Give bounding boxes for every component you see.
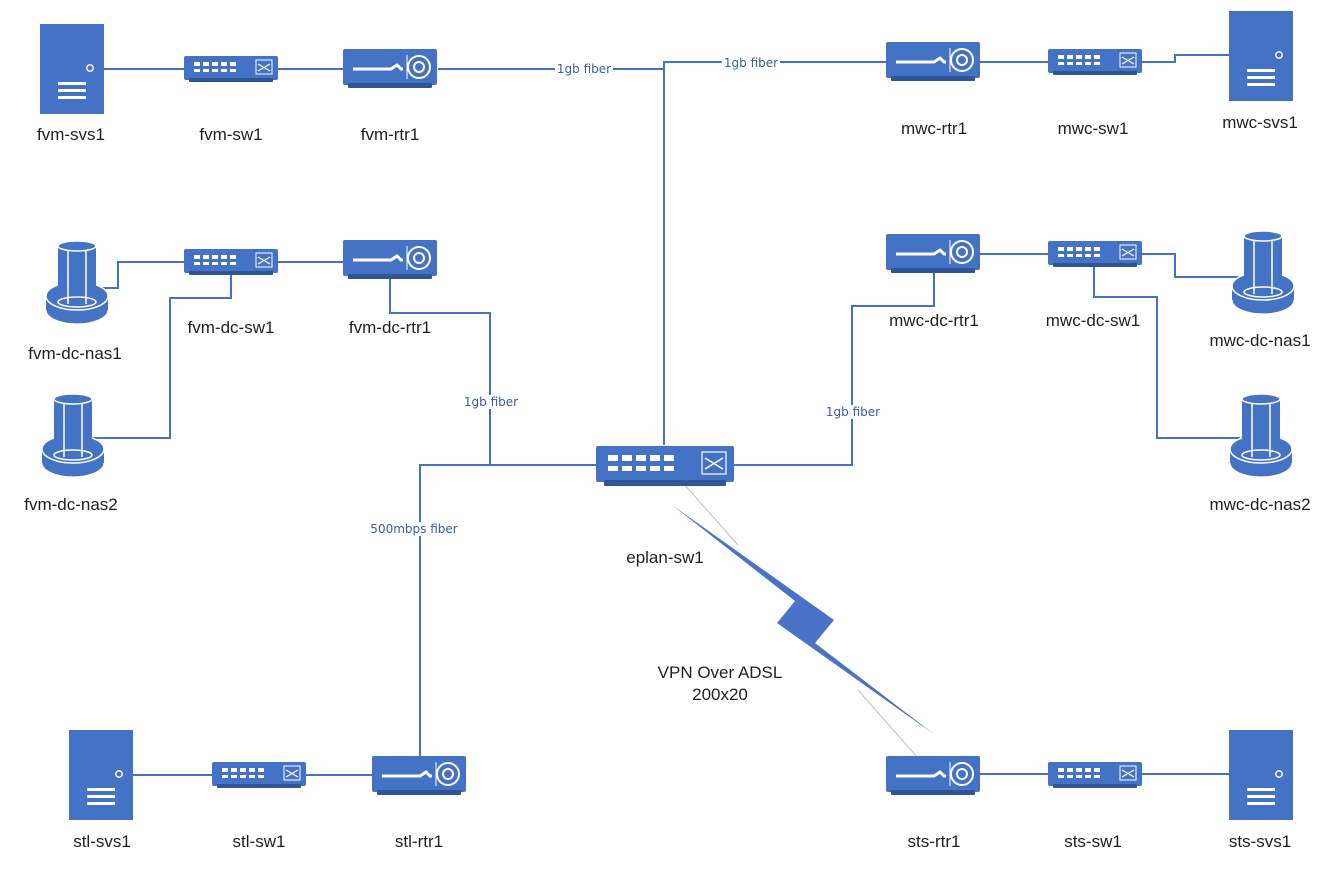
node-label-fvm-sw1: fvm-sw1 — [199, 125, 263, 144]
switch-icon-sts-sw1[interactable] — [1047, 761, 1143, 789]
link-eplan-sw1-mwc-rtr1 — [663, 61, 886, 69]
node-label-mwc-dc-nas2: mwc-dc-nas2 — [1209, 495, 1311, 514]
router-icon-sts-rtr1[interactable] — [884, 754, 982, 797]
nas-icon-fvm-dc-nas2[interactable] — [41, 393, 105, 478]
node-label-fvm-dc-nas2: fvm-dc-nas2 — [24, 495, 118, 514]
node-label-fvm-svs1: fvm-svs1 — [37, 125, 105, 144]
link-label-stl-fiber: 500mbps fiber — [368, 522, 460, 536]
node-label-fvm-dc-rtr1: fvm-dc-rtr1 — [348, 318, 432, 337]
router-icon-fvm-dc-rtr1[interactable] — [341, 238, 439, 281]
switch-icon-stl-sw1[interactable] — [211, 761, 307, 789]
node-label-mwc-sw1: mwc-sw1 — [1057, 119, 1129, 138]
router-icon-stl-rtr1[interactable] — [370, 754, 468, 797]
vpn-lightning-link — [667, 465, 935, 775]
nas-icon-fvm-dc-nas1[interactable] — [45, 240, 109, 325]
node-label-sts-svs1: sts-svs1 — [1228, 832, 1292, 851]
link-mwc-dc-sw1-mwc-dc-nas1 — [1140, 253, 1240, 278]
link-label-fvm-dc-fiber: 1gb fiber — [461, 395, 521, 409]
node-label-stl-svs1: stl-svs1 — [73, 832, 131, 851]
node-label-mwc-dc-nas1: mwc-dc-nas1 — [1209, 331, 1311, 350]
nas-icon-mwc-dc-nas1[interactable] — [1231, 230, 1295, 315]
router-icon-mwc-dc-rtr1[interactable] — [884, 232, 982, 275]
link-eplan-sw1-stl-rtr1 — [419, 464, 490, 756]
nas-icon-mwc-dc-nas2[interactable] — [1229, 393, 1293, 478]
link-mwc-dc-sw1-mwc-dc-nas2 — [1093, 265, 1240, 439]
switch-icon-fvm-sw1[interactable] — [183, 55, 279, 83]
server-icon-stl-svs1[interactable] — [68, 729, 134, 821]
node-label-sts-rtr1: sts-rtr1 — [907, 832, 961, 851]
switch-icon-mwc-sw1[interactable] — [1047, 48, 1143, 76]
node-label-mwc-svs1: mwc-svs1 — [1222, 113, 1298, 132]
link-fvm-dc-nas1-fvm-dc-sw1 — [90, 261, 184, 289]
link-mwc-sw1-mwc-svs1 — [1140, 54, 1229, 63]
link-fvm-rtr1-eplan-sw1 — [438, 68, 665, 445]
links — [88, 54, 1240, 776]
vpn-link-label: VPN Over ADSL 200x20 — [658, 662, 783, 706]
router-icon-fvm-rtr1[interactable] — [341, 47, 439, 90]
node-label-stl-sw1: stl-sw1 — [232, 832, 286, 851]
node-label-stl-rtr1: stl-rtr1 — [394, 832, 444, 851]
vpn-link-label-line2: 200x20 — [692, 685, 748, 704]
link-label-mwc-rtr1-fiber: 1gb fiber — [721, 56, 781, 70]
node-label-fvm-rtr1: fvm-rtr1 — [360, 125, 420, 144]
switch-icon-mwc-dc-sw1[interactable] — [1047, 240, 1143, 268]
switch-icon-fvm-dc-sw1[interactable] — [183, 248, 279, 276]
node-label-mwc-dc-sw1: mwc-dc-sw1 — [1045, 311, 1141, 330]
core-switch-icon-eplan-sw1[interactable] — [595, 445, 735, 487]
node-label-sts-sw1: sts-sw1 — [1064, 832, 1122, 851]
node-label-fvm-dc-nas1: fvm-dc-nas1 — [28, 344, 122, 363]
vpn-link-label-line1: VPN Over ADSL — [657, 663, 783, 682]
router-icon-mwc-rtr1[interactable] — [884, 40, 982, 83]
link-fvm-dc-rtr1-eplan-sw1 — [389, 278, 596, 466]
server-icon-sts-svs1[interactable] — [1228, 729, 1294, 821]
link-label-mwc-dc-fiber: 1gb fiber — [823, 405, 883, 419]
node-label-mwc-dc-rtr1: mwc-dc-rtr1 — [889, 311, 979, 330]
node-label-fvm-dc-sw1: fvm-dc-sw1 — [187, 318, 275, 337]
server-icon-mwc-svs1[interactable] — [1228, 10, 1294, 102]
link-eplan-sw1-mwc-dc-rtr1 — [733, 273, 935, 466]
node-label-mwc-rtr1: mwc-rtr1 — [900, 119, 968, 138]
link-fvm-dc-sw1-fvm-dc-nas2 — [88, 273, 232, 439]
link-label-fvm-rtr1-fiber: 1gb fiber — [554, 62, 614, 76]
node-label-eplan-sw1: eplan-sw1 — [626, 548, 704, 567]
server-icon-fvm-svs1[interactable] — [39, 23, 105, 115]
